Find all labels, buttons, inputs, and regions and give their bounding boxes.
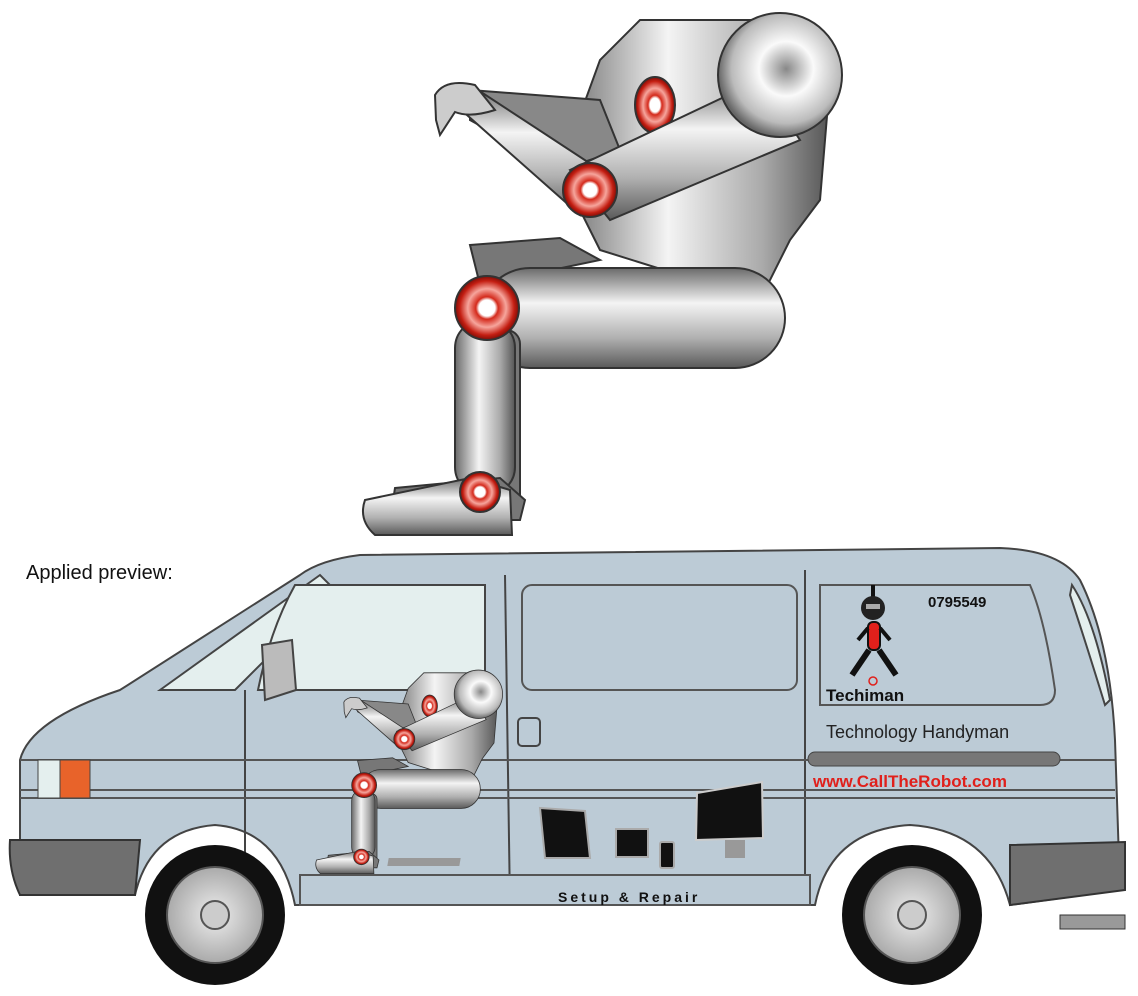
rear-wheel	[842, 845, 982, 985]
phone-icon	[659, 841, 675, 869]
tagline: Technology Handyman	[826, 722, 1009, 742]
power-icon	[868, 676, 878, 686]
rear-bumper	[1009, 840, 1126, 907]
laptop-icon	[538, 806, 592, 859]
side-panel	[521, 584, 798, 691]
website-url: www.CallTheRobot.com	[812, 772, 1007, 791]
indicator-light	[59, 759, 91, 799]
brand-name: Techiman	[826, 686, 904, 705]
monitor-icon	[694, 780, 765, 842]
side-mirror	[260, 638, 298, 702]
front-bumper	[8, 839, 142, 896]
door-handle	[517, 717, 541, 747]
preview-caption: Applied preview:	[26, 562, 173, 584]
phone-number: 0795549	[928, 594, 986, 611]
van: Techiman 0795549 Technology Handyman www…	[8, 546, 1126, 985]
techiman-logo	[849, 585, 899, 686]
front-wheel	[145, 845, 285, 985]
tablet-icon	[615, 828, 649, 858]
robot-figure-large	[361, 12, 843, 536]
devices-graphic	[387, 780, 765, 869]
service-label: Setup & Repair	[558, 889, 700, 905]
